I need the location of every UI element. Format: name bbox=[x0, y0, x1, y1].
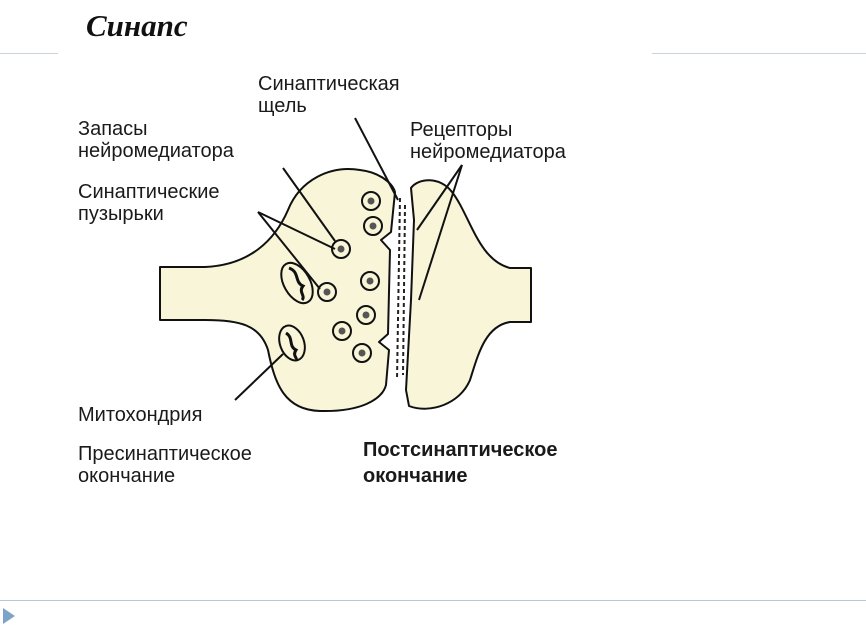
postsynaptic-terminal bbox=[405, 179, 532, 410]
vesicle bbox=[352, 343, 372, 363]
leader-cleft bbox=[354, 117, 399, 201]
vesicle bbox=[360, 271, 380, 291]
triangle-right-icon[interactable] bbox=[3, 608, 15, 624]
vesicle bbox=[363, 216, 383, 236]
leader-stores bbox=[282, 167, 336, 242]
slide-title: Синапс bbox=[86, 8, 188, 43]
footer-rule bbox=[0, 600, 866, 601]
vesicle bbox=[317, 282, 337, 302]
receptor-stipple bbox=[396, 197, 406, 381]
header-rule-right bbox=[652, 53, 866, 54]
vesicle bbox=[332, 321, 352, 341]
mitochondrion-lower bbox=[278, 324, 306, 362]
leader-vesicle-1 bbox=[257, 211, 336, 250]
leader-receptor-1 bbox=[416, 164, 463, 231]
vesicle bbox=[331, 239, 351, 259]
mitochondrion-upper bbox=[280, 261, 314, 305]
header-rule-left bbox=[0, 53, 58, 54]
label-mitochondria: Митохондрия bbox=[78, 404, 203, 426]
vesicle bbox=[356, 305, 376, 325]
vesicle bbox=[361, 191, 381, 211]
leader-mitochondria bbox=[234, 353, 284, 401]
leader-receptor-2 bbox=[418, 164, 463, 301]
presynaptic-terminal bbox=[159, 168, 396, 413]
leader-vesicle-2 bbox=[257, 211, 321, 290]
